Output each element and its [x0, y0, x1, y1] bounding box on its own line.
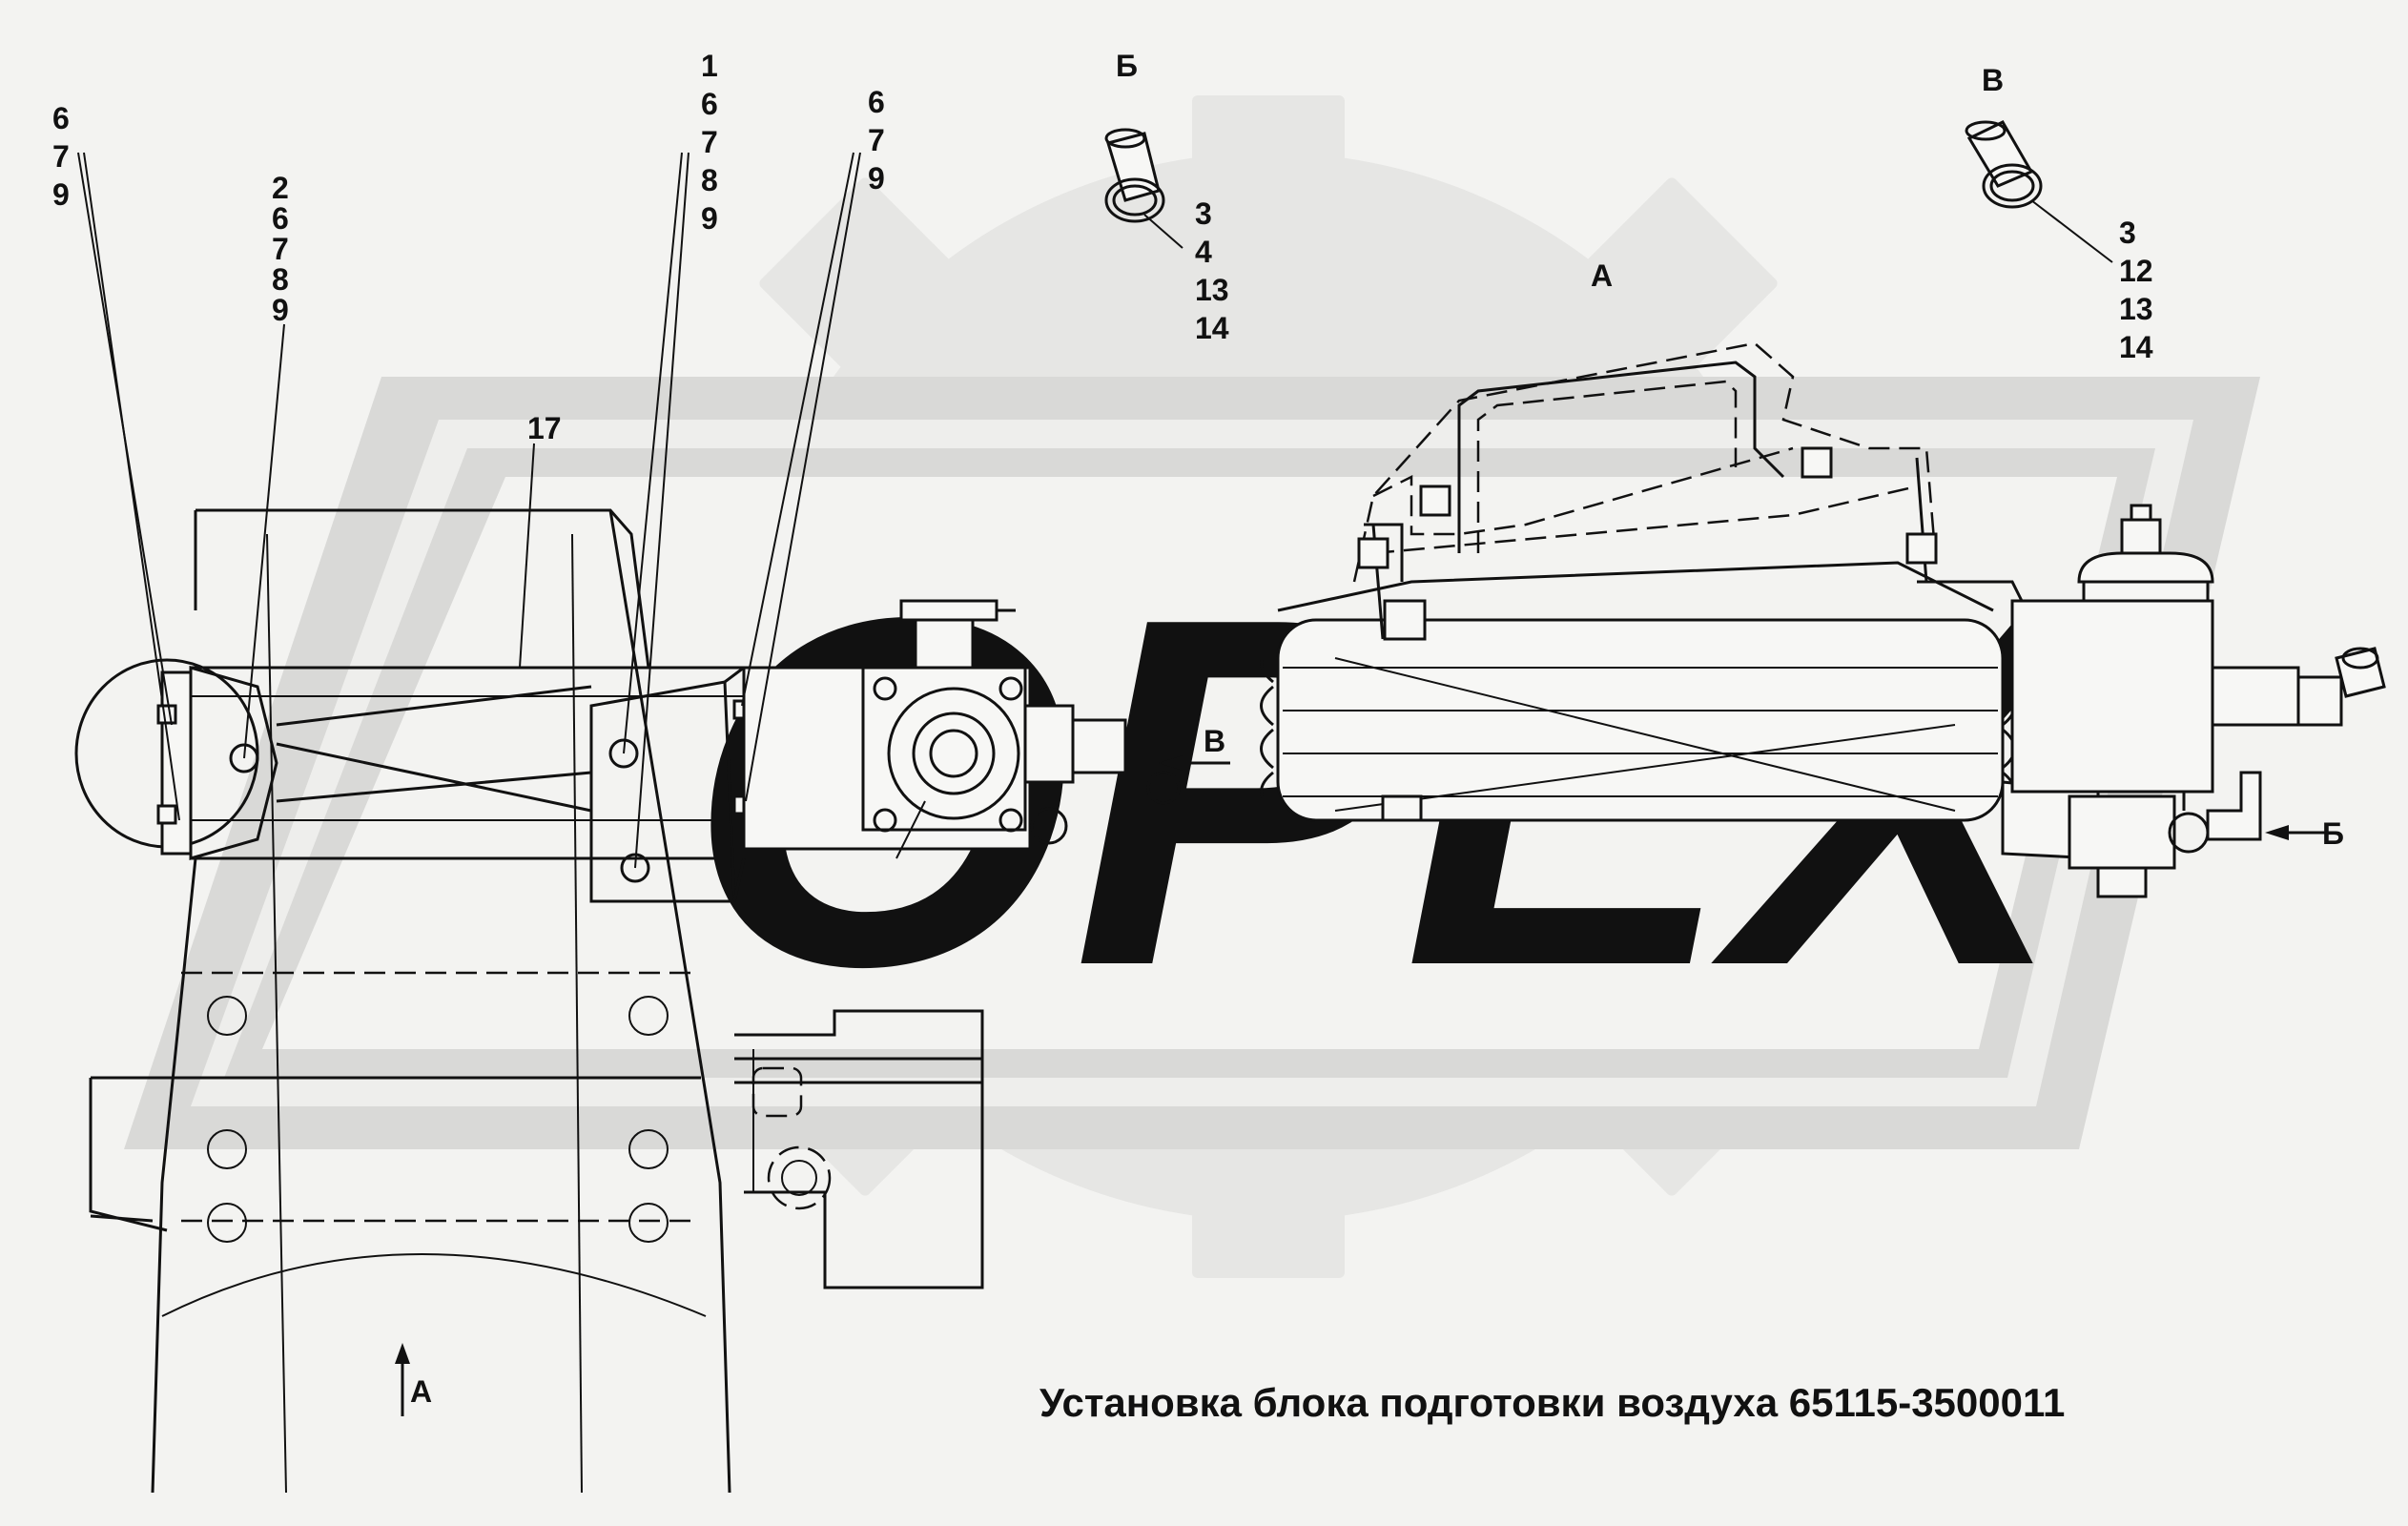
- mounting-bracket: [1352, 341, 2024, 641]
- arrow-label-b: Б: [2322, 816, 2344, 851]
- callout-2: 2: [272, 171, 289, 205]
- callout-mid-bracket: 1 6 7 8 9: [701, 49, 718, 236]
- leader-lines: [77, 152, 2113, 869]
- frame-assembly: [89, 508, 984, 1494]
- crossmember: [74, 658, 753, 903]
- drawing-title: Установка блока подготовки воздуха 65115…: [1039, 1380, 2065, 1425]
- callout-9: 9: [868, 161, 885, 196]
- callout-7: 7: [868, 123, 885, 157]
- callout-9: 9: [701, 201, 718, 236]
- callout-3: 3: [1195, 196, 1212, 231]
- callout-right-pair: 6 7 9: [868, 85, 885, 196]
- callout-12: 12: [2119, 254, 2153, 288]
- callout-9: 9: [272, 293, 289, 327]
- callout-left-pair: 6 7 9: [52, 101, 70, 212]
- callout-14: 14: [1195, 311, 1229, 345]
- callout-left-bracket: 2 6 7 8 9: [272, 171, 289, 327]
- direction-arrows: [395, 755, 2327, 1416]
- view-labels: Б В А В Б А: [410, 49, 2344, 1409]
- callout-17: 17: [527, 411, 562, 445]
- callout-4: 4: [1195, 235, 1212, 269]
- arrow-label-v: В: [1204, 724, 1225, 758]
- arrow-label-a: А: [410, 1374, 432, 1409]
- callout-8: 8: [701, 163, 718, 197]
- callout-7: 7: [272, 232, 289, 266]
- valve-block: [742, 599, 1181, 859]
- view-label-a: А: [1591, 258, 1613, 293]
- callout-9: 9: [52, 177, 70, 212]
- callout-3: 3: [2119, 216, 2136, 250]
- callout-6: 6: [868, 85, 885, 119]
- callout-14: 14: [2119, 330, 2153, 364]
- callout-7: 7: [701, 125, 718, 159]
- callout-fitting-v: 3 12 13 14: [2119, 216, 2153, 364]
- detail-view-b-fitting: [1104, 128, 1165, 223]
- callout-8: 8: [272, 262, 289, 297]
- callout-6: 6: [701, 87, 718, 121]
- callout-fitting-b: 3 4 13 14: [1195, 196, 1229, 345]
- view-label-b: Б: [1116, 49, 1138, 83]
- callout-7: 7: [52, 139, 70, 174]
- view-label-v: В: [1982, 63, 2004, 97]
- callout-6: 6: [52, 101, 70, 135]
- detail-view-v-fitting: [1965, 120, 2043, 209]
- callout-6: 6: [272, 201, 289, 236]
- callout-13: 13: [1195, 273, 1229, 307]
- filter-housing: [2010, 504, 2386, 898]
- callout-13: 13: [2119, 292, 2153, 326]
- callout-1: 1: [701, 49, 718, 83]
